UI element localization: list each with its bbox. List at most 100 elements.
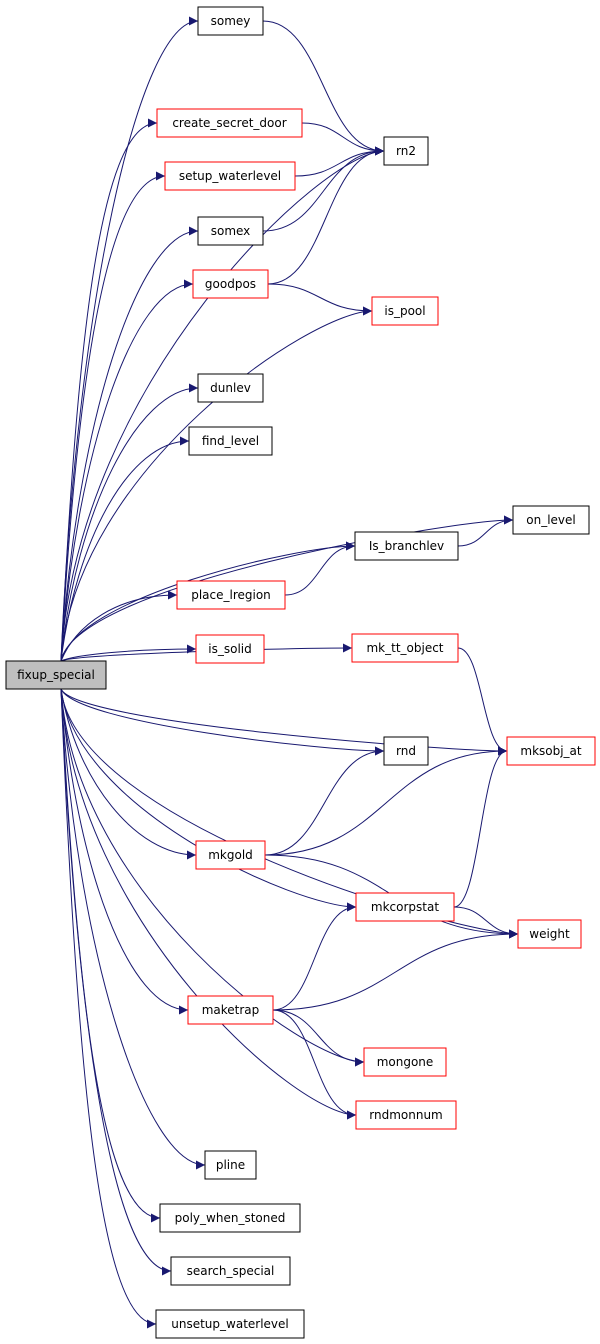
- node-create-secret-door[interactable]: create_secret_door: [156, 108, 303, 138]
- node-label-create-secret-door: create_secret_door: [172, 116, 286, 130]
- node-label-unsetup-waterlevel: unsetup_waterlevel: [171, 1317, 289, 1331]
- node-mongone[interactable]: mongone: [363, 1047, 447, 1077]
- edge-mkgold-to-mksobj-at: [264, 746, 508, 856]
- edge-goodpos-to-rn2: [267, 146, 385, 285]
- node-box-on-level[interactable]: [512, 505, 590, 535]
- node-place-lregion[interactable]: place_lregion: [176, 580, 286, 610]
- edge-fixup-special-to-mkgold: [60, 688, 197, 860]
- node-is-branchlev[interactable]: Is_branchlev: [354, 531, 459, 561]
- edge-fixup-special-to-mkcorpstat: [60, 688, 357, 912]
- node-box-is-pool[interactable]: [371, 296, 439, 326]
- edge-mkcorpstat-to-mksobj-at: [453, 746, 508, 908]
- edge-maketrap-to-mkcorpstat: [272, 902, 357, 1011]
- node-dunlev[interactable]: dunlev: [197, 373, 264, 403]
- edge-mkgold-to-rnd: [264, 746, 385, 856]
- node-box-goodpos[interactable]: [192, 269, 269, 299]
- node-label-maketrap: maketrap: [202, 1003, 260, 1017]
- node-label-mongone: mongone: [377, 1055, 434, 1069]
- node-box-dunlev[interactable]: [197, 373, 264, 403]
- node-box-somex[interactable]: [197, 216, 264, 246]
- node-is-solid[interactable]: is_solid: [195, 634, 265, 664]
- node-maketrap[interactable]: maketrap: [187, 995, 274, 1025]
- node-label-pline: pline: [216, 1158, 245, 1172]
- node-label-is-solid: is_solid: [208, 642, 251, 656]
- node-is-pool[interactable]: is_pool: [371, 296, 439, 326]
- node-search-special[interactable]: search_special: [170, 1256, 291, 1286]
- node-mk-tt-object[interactable]: mk_tt_object: [351, 633, 459, 663]
- node-box-place-lregion[interactable]: [176, 580, 286, 610]
- edge-fixup-special-to-create-secret-door: [60, 118, 158, 662]
- node-mkcorpstat[interactable]: mkcorpstat: [355, 892, 455, 922]
- node-setup-waterlevel[interactable]: setup_waterlevel: [164, 161, 296, 191]
- node-label-rndmonnum: rndmonnum: [369, 1108, 442, 1122]
- edge-goodpos-to-is-pool: [267, 283, 373, 316]
- edge-is-branchlev-to-on-level: [457, 515, 514, 547]
- node-find-level[interactable]: find_level: [188, 426, 273, 456]
- node-poly-when-stoned[interactable]: poly_when_stoned: [159, 1203, 301, 1233]
- node-weight[interactable]: weight: [517, 919, 582, 949]
- edge-somey-to-rn2: [262, 20, 385, 156]
- node-label-setup-waterlevel: setup_waterlevel: [179, 169, 281, 183]
- node-label-mksobj-at: mksobj_at: [520, 744, 582, 758]
- edge-maketrap-to-weight: [272, 929, 519, 1011]
- node-box-maketrap[interactable]: [187, 995, 274, 1025]
- node-rndmonnum[interactable]: rndmonnum: [355, 1100, 457, 1130]
- node-box-is-solid[interactable]: [195, 634, 265, 664]
- node-box-somey[interactable]: [197, 6, 264, 36]
- node-label-find-level: find_level: [202, 434, 259, 448]
- node-rnd[interactable]: rnd: [383, 736, 429, 766]
- node-label-weight: weight: [529, 927, 570, 941]
- node-box-mk-tt-object[interactable]: [351, 633, 459, 663]
- node-mkgold[interactable]: mkgold: [195, 840, 266, 870]
- node-label-goodpos: goodpos: [205, 277, 256, 291]
- node-pline[interactable]: pline: [204, 1150, 257, 1180]
- edge-fixup-special-to-dunlev: [60, 383, 199, 662]
- node-label-mkcorpstat: mkcorpstat: [371, 900, 439, 914]
- node-somex[interactable]: somex: [197, 216, 264, 246]
- node-label-dunlev: dunlev: [210, 381, 251, 395]
- node-box-mkgold[interactable]: [195, 840, 266, 870]
- node-label-is-pool: is_pool: [384, 304, 425, 318]
- call-edges: [60, 16, 519, 1329]
- node-box-setup-waterlevel[interactable]: [164, 161, 296, 191]
- node-somey[interactable]: somey: [197, 6, 264, 36]
- edge-mk-tt-object-to-mksobj-at: [457, 647, 508, 756]
- edge-fixup-special-to-pline: [60, 688, 206, 1170]
- node-box-create-secret-door[interactable]: [156, 108, 303, 138]
- edge-fixup-special-to-rndmonnum: [60, 688, 357, 1120]
- node-box-find-level[interactable]: [188, 426, 273, 456]
- node-unsetup-waterlevel[interactable]: unsetup_waterlevel: [155, 1309, 305, 1339]
- edge-fixup-special-to-unsetup-waterlevel: [60, 688, 157, 1329]
- edge-fixup-special-to-on-level: [60, 515, 514, 662]
- node-label-mkgold: mkgold: [208, 848, 253, 862]
- node-box-mongone[interactable]: [363, 1047, 447, 1077]
- node-on-level[interactable]: on_level: [512, 505, 590, 535]
- node-box-mksobj-at[interactable]: [506, 736, 596, 766]
- node-box-weight[interactable]: [517, 919, 582, 949]
- edge-maketrap-to-mongone: [272, 1009, 365, 1067]
- edge-fixup-special-to-is-branchlev: [60, 541, 356, 662]
- node-box-poly-when-stoned[interactable]: [159, 1203, 301, 1233]
- node-box-mkcorpstat[interactable]: [355, 892, 455, 922]
- node-rn2[interactable]: rn2: [383, 136, 429, 166]
- node-box-rndmonnum[interactable]: [355, 1100, 457, 1130]
- node-box-is-branchlev[interactable]: [354, 531, 459, 561]
- node-box-rn2[interactable]: [383, 136, 429, 166]
- node-label-search-special: search_special: [187, 1264, 275, 1278]
- node-box-rnd[interactable]: [383, 736, 429, 766]
- function-nodes: fixup_special somey create_secret_door rn2 s…: [5, 6, 596, 1339]
- edge-fixup-special-to-mongone: [60, 688, 365, 1067]
- node-goodpos[interactable]: goodpos: [192, 269, 269, 299]
- node-box-fixup-special[interactable]: [5, 660, 107, 690]
- node-box-search-special[interactable]: [170, 1256, 291, 1286]
- node-mksobj-at[interactable]: mksobj_at: [506, 736, 596, 766]
- node-box-unsetup-waterlevel[interactable]: [155, 1309, 305, 1339]
- node-label-mk-tt-object: mk_tt_object: [366, 641, 443, 655]
- edge-fixup-special-to-rnd: [60, 688, 385, 756]
- node-box-pline[interactable]: [204, 1150, 257, 1180]
- node-label-fixup-special: fixup_special: [17, 668, 95, 682]
- edge-fixup-special-to-mksobj-at: [60, 688, 508, 756]
- node-label-rnd: rnd: [396, 744, 416, 758]
- node-fixup-special[interactable]: fixup_special: [5, 660, 107, 690]
